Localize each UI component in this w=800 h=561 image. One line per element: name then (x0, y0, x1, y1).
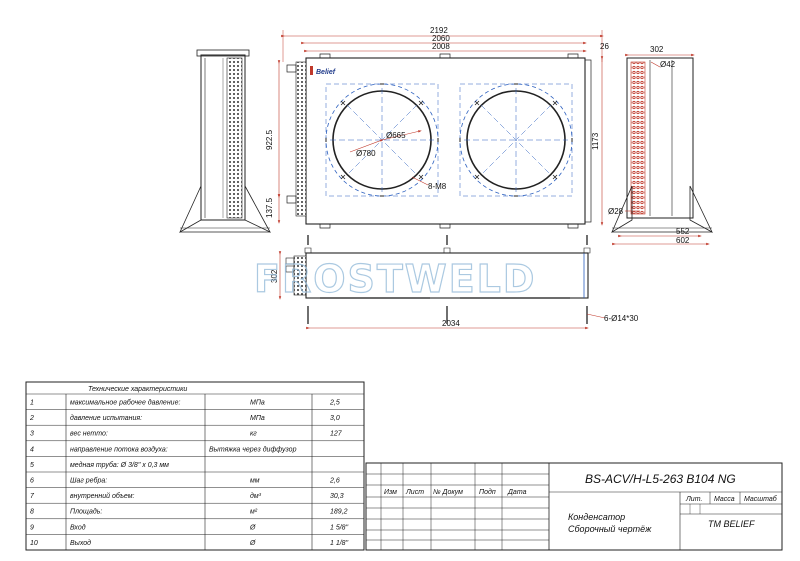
dim-side-302: 302 (650, 45, 664, 54)
spec-row-number: 6 (30, 478, 34, 485)
dim-side-602: 602 (676, 236, 690, 245)
dim-height-1173: 1173 (591, 132, 600, 150)
col-scale: Масштаб (744, 495, 778, 503)
right-side-view: 302 Ø42 Ø28 552 602 (608, 45, 713, 246)
spec-row-name: вес нетто: (70, 431, 108, 438)
dim-width-2060: 2060 (432, 34, 450, 43)
dim-bottom-2034: 2034 (442, 319, 460, 328)
fan-dia-outer: Ø780 (356, 149, 376, 158)
spec-row-number: 8 (30, 509, 34, 516)
spec-row-name: Площадь: (70, 508, 102, 516)
spec-row-value: 2,6 (329, 478, 340, 485)
fan-right (459, 83, 573, 197)
spec-row-value: 1 1/8" (330, 540, 349, 547)
fan-bolts: 8-M8 (428, 182, 447, 191)
spec-row-unit: МПа (250, 415, 265, 422)
spec-row-number: 4 (30, 446, 34, 453)
col-lit: Лит. (685, 496, 702, 503)
dim-height-922: 922.5 (265, 129, 274, 150)
spec-row-number: 3 (30, 431, 34, 438)
spec-row-name: Выход (70, 539, 91, 547)
spec-row-name: максимальное рабочее давление: (70, 399, 180, 407)
spec-row-number: 10 (30, 540, 38, 547)
logo-text: Belief (316, 69, 336, 76)
spec-row-value: 2,5 (329, 400, 340, 407)
col-doc: № Докум (433, 489, 463, 496)
spec-row-unit: кг (250, 431, 257, 438)
spec-row-value: 30,3 (330, 493, 344, 500)
spec-row-unit: Ø (249, 540, 256, 547)
dim-bottom-302: 302 (270, 269, 279, 283)
spec-row-value: 189,2 (330, 509, 348, 516)
fan-left: Ø780 Ø665 8-M8 (325, 83, 447, 197)
dim-bottom-holes: 6-Ø14*30 (604, 314, 639, 323)
drawing-code: BS-ACV/H-L5-263 B104 NG (585, 472, 736, 486)
col-list: Лист (405, 489, 424, 496)
col-date: Дата (507, 489, 527, 496)
front-view: 2192 2060 2008 26 Belief 922.5 137.5 117… (265, 26, 609, 229)
belief-logo: Belief (310, 66, 336, 76)
spec-row-value: 1 5/8" (330, 524, 349, 531)
spec-row-number: 2 (29, 415, 34, 422)
spec-row-unit: м² (250, 509, 258, 516)
title-block: Изм Лист № Докум Подп Дата BS-ACV/H-L5-2… (365, 462, 783, 551)
spec-row-unit: мм (250, 478, 260, 485)
spec-row-value: 3,0 (330, 415, 340, 422)
spec-row-name: давление испытания: (70, 414, 142, 422)
left-side-view (179, 49, 271, 233)
spec-row-name: внутренний объем: (70, 492, 135, 500)
dim-side-552: 552 (676, 227, 690, 236)
dim-pipe-42: Ø42 (660, 60, 676, 69)
fan-dia-inner: Ø665 (386, 131, 406, 140)
spec-row-unit: МПа (250, 400, 265, 407)
spec-table-header: Технические характеристики (88, 386, 187, 393)
spec-row-unit: Ø (249, 524, 256, 531)
company-name: TM BELIEF (708, 519, 755, 529)
spec-row-name: медная труба: Ø 3/8" x 0,3 мм (70, 461, 169, 469)
spec-row-number: 7 (30, 493, 35, 500)
spec-row-number: 5 (30, 462, 34, 469)
spec-row-name: направление потока воздуха: (70, 445, 168, 453)
spec-table: Технические характеристики 1 максимальное… (25, 381, 365, 551)
col-mass: Масса (714, 496, 735, 503)
bottom-view: 302 2034 6-Ø14*30 FROSTWELD (253, 235, 639, 330)
spec-row-name: Вход (70, 523, 86, 531)
spec-row-name: Шаг ребра: (70, 477, 107, 485)
dim-height-137: 137.5 (265, 197, 274, 218)
col-izm: Изм (384, 489, 397, 496)
spec-row-unit: дм³ (250, 492, 262, 500)
spec-row-number: 9 (30, 524, 34, 531)
spec-row-number: 1 (30, 400, 34, 407)
dim-total-width: 2192 (430, 26, 448, 35)
product-name: Конденсатор (568, 512, 625, 522)
spec-row-unit: Вытяжка через диффузор (209, 445, 297, 453)
document-type: Сборочный чертёж (568, 524, 652, 534)
col-sign: Подп (479, 488, 496, 496)
dim-width-2008: 2008 (432, 42, 450, 51)
dim-offset: 26 (600, 42, 609, 51)
spec-row-value: 127 (330, 431, 343, 438)
dim-pipe-28: Ø28 (608, 207, 624, 216)
watermark: FROSTWELD (254, 257, 536, 301)
